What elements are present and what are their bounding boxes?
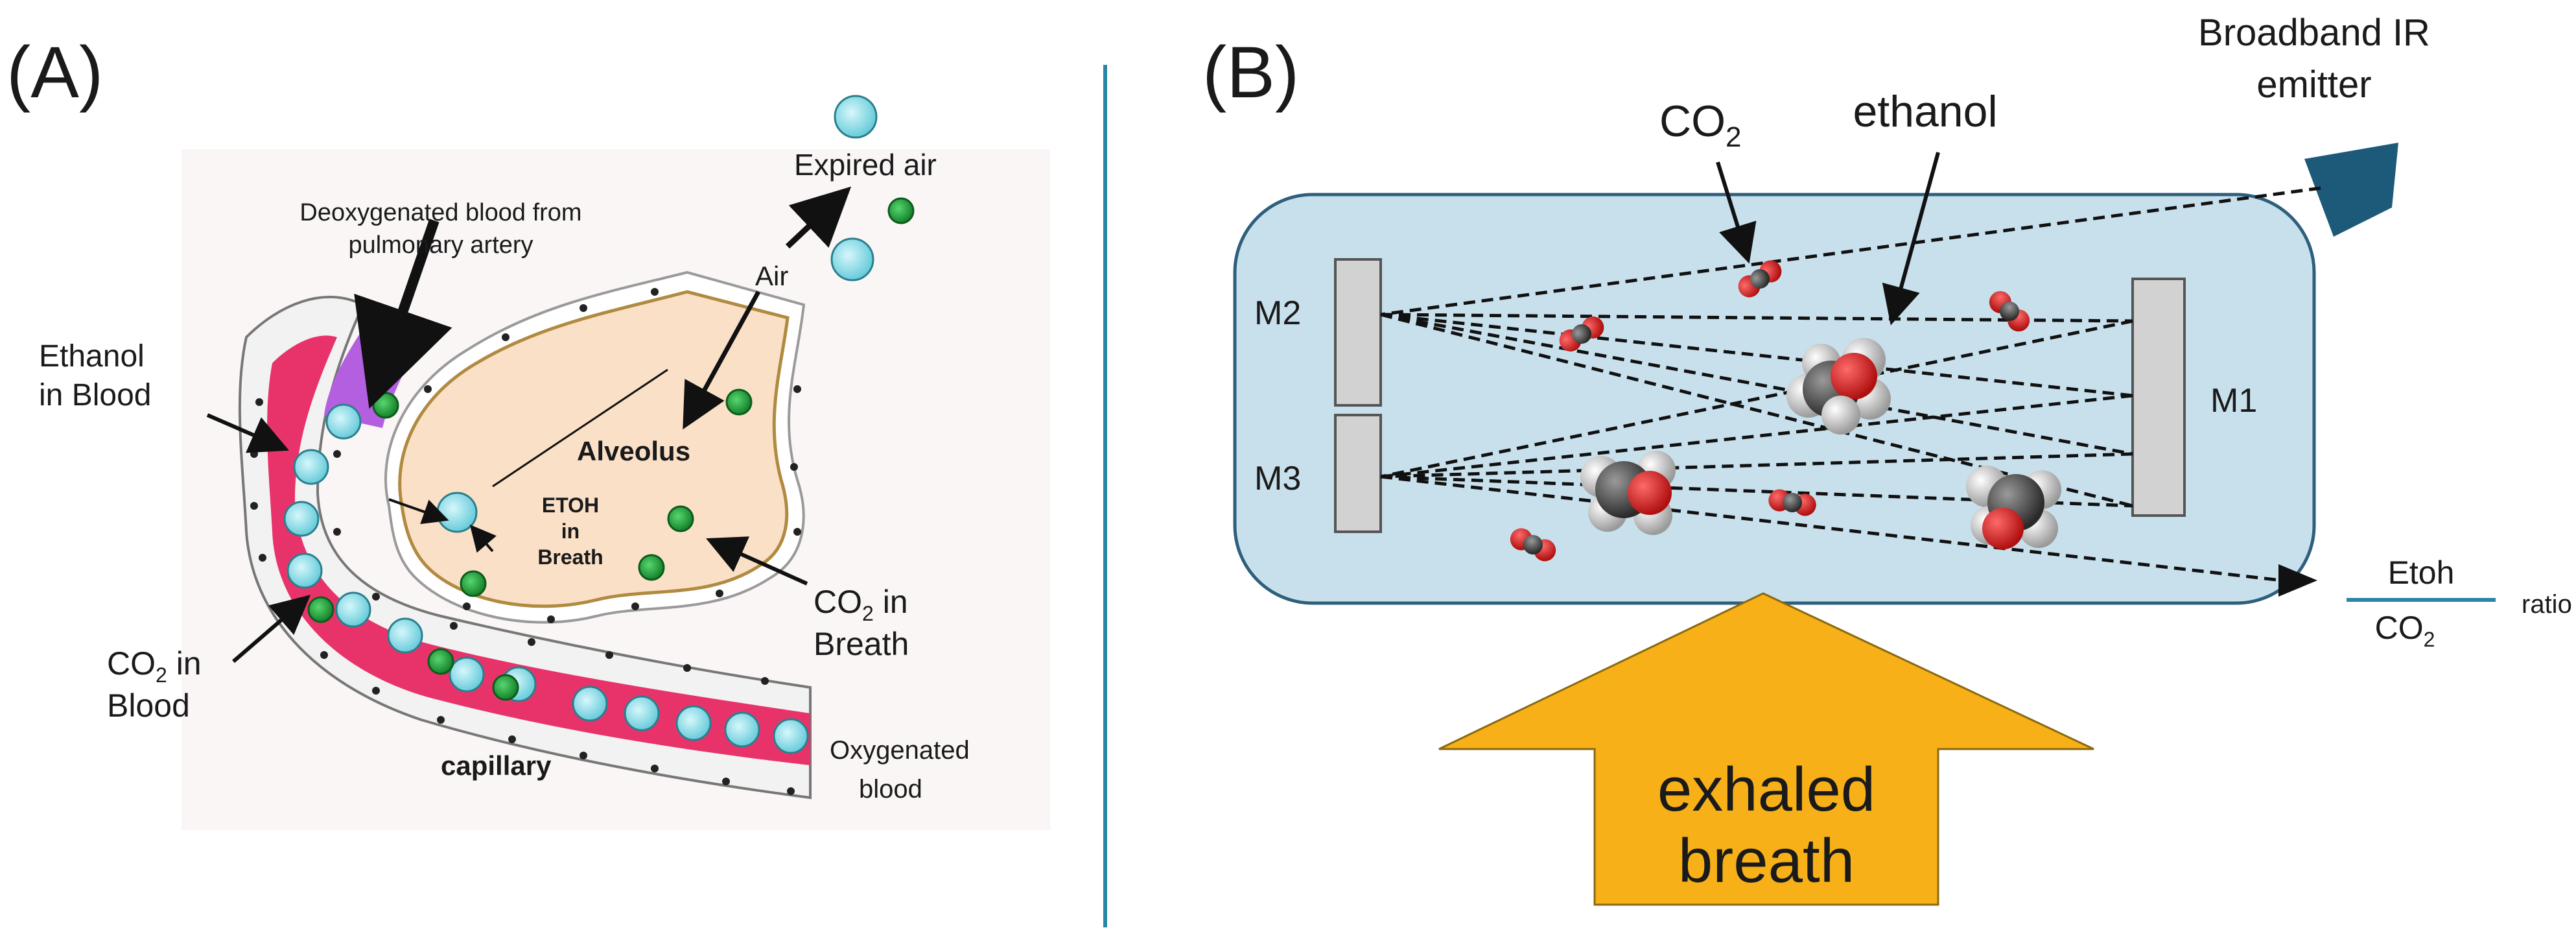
co2-blood-rest: in (167, 645, 202, 682)
co2-molecule (1559, 316, 1604, 351)
exhaled-breath-arrow (1438, 592, 2094, 906)
ethanol-blood-label-line2: in Blood (39, 378, 151, 412)
deoxy-arrow (354, 219, 452, 409)
diffusion-arrow-3 (492, 368, 668, 488)
ethanol-label: ethanol (1853, 87, 1997, 136)
green-molecules (307, 197, 915, 701)
blood-cells (283, 95, 878, 754)
co2-label-sub: 2 (1726, 121, 1741, 153)
panel-b: (B) Broadband IR emitter (1202, 12, 2572, 906)
air-label: Air (755, 261, 788, 291)
mirror-m2-label: M2 (1254, 294, 1301, 332)
co2-molecule (1768, 489, 1816, 516)
output-beam-arrowhead (2278, 564, 2317, 597)
ethanol-molecule (1580, 451, 1676, 535)
capillary-label: capillary (441, 750, 552, 781)
mirror-m1 (2131, 278, 2186, 517)
alveolus (398, 290, 790, 608)
co2-blood-label-line1: CO2 in (107, 645, 202, 687)
co2-molecule (1738, 260, 1782, 298)
ir-emitter (2304, 143, 2398, 237)
ratio-denominator-main: CO (2375, 610, 2424, 646)
co2-blood-main: CO (107, 645, 156, 682)
deoxy-label-line1: Deoxygenated blood from (299, 199, 581, 226)
exhaled-label-line1: exhaled (1657, 755, 1875, 824)
co2-breath-label-line1: CO2 in (814, 584, 908, 625)
co2-blood-label-line2: Blood (107, 687, 190, 724)
co2-pointer-arrow (1716, 161, 1757, 264)
ratio-numerator: Etoh (2388, 554, 2455, 591)
capillary-blood (267, 335, 810, 765)
co2-breath-arrow (706, 536, 808, 586)
ethanol-blood-arrow (206, 413, 290, 453)
mirror-m1-label: M1 (2210, 382, 2257, 420)
etoh-label-line1: ETOH (542, 494, 599, 517)
oxy-label-line1: Oxygenated (830, 736, 970, 765)
ratio-denominator-sub: 2 (2424, 628, 2435, 651)
ratio-denominator: CO2 (2375, 610, 2435, 651)
diffusion-arrow-2 (469, 524, 497, 553)
exhaled-label-line2: breath (1678, 826, 1855, 896)
co2-blood-arrow (232, 595, 311, 663)
co2-breath-sub: 2 (862, 602, 874, 625)
co2-label: CO2 (1659, 97, 1741, 153)
mirror-m3-label: M3 (1254, 460, 1301, 497)
co2-blood-sub: 2 (156, 663, 167, 687)
expired-air-arrow (785, 186, 852, 249)
panel-a-arrows (206, 186, 852, 663)
co2-molecule (1510, 528, 1556, 562)
co2-label-main: CO (1659, 97, 1726, 146)
air-arrow (683, 291, 761, 430)
ratio-word: ratio (2522, 590, 2572, 619)
co2-breath-main: CO (814, 584, 862, 620)
oxy-label-line2: blood (859, 775, 922, 804)
panel-b-label: (B) (1202, 32, 1299, 113)
panel-a: (A) (6, 32, 1050, 830)
co2-breath-rest: in (874, 584, 908, 620)
ethanol-molecule (1786, 338, 1891, 435)
mirror-m2 (1334, 258, 1382, 407)
etoh-label-line2: in (561, 519, 580, 543)
co2-breath-label-line2: Breath (814, 626, 909, 662)
ethanol-molecule (1966, 466, 2061, 549)
etoh-label-line3: Breath (537, 545, 603, 569)
mirror-m3 (1334, 414, 1382, 533)
emitter-label-line2: emitter (2256, 64, 2371, 106)
deoxy-label-line2: pulmonary artery (348, 232, 533, 259)
panel-a-label: (A) (6, 32, 103, 113)
diffusion-arrow-1 (388, 498, 449, 525)
ethanol-pointer-arrow (1882, 152, 1940, 326)
emitter-label-line1: Broadband IR (2198, 12, 2430, 54)
co2-molecule (1989, 291, 2030, 332)
ethanol-blood-label-line1: Ethanol (39, 339, 145, 374)
alveolus-label: Alveolus (577, 436, 690, 466)
expired-air-label: Expired air (794, 148, 937, 182)
